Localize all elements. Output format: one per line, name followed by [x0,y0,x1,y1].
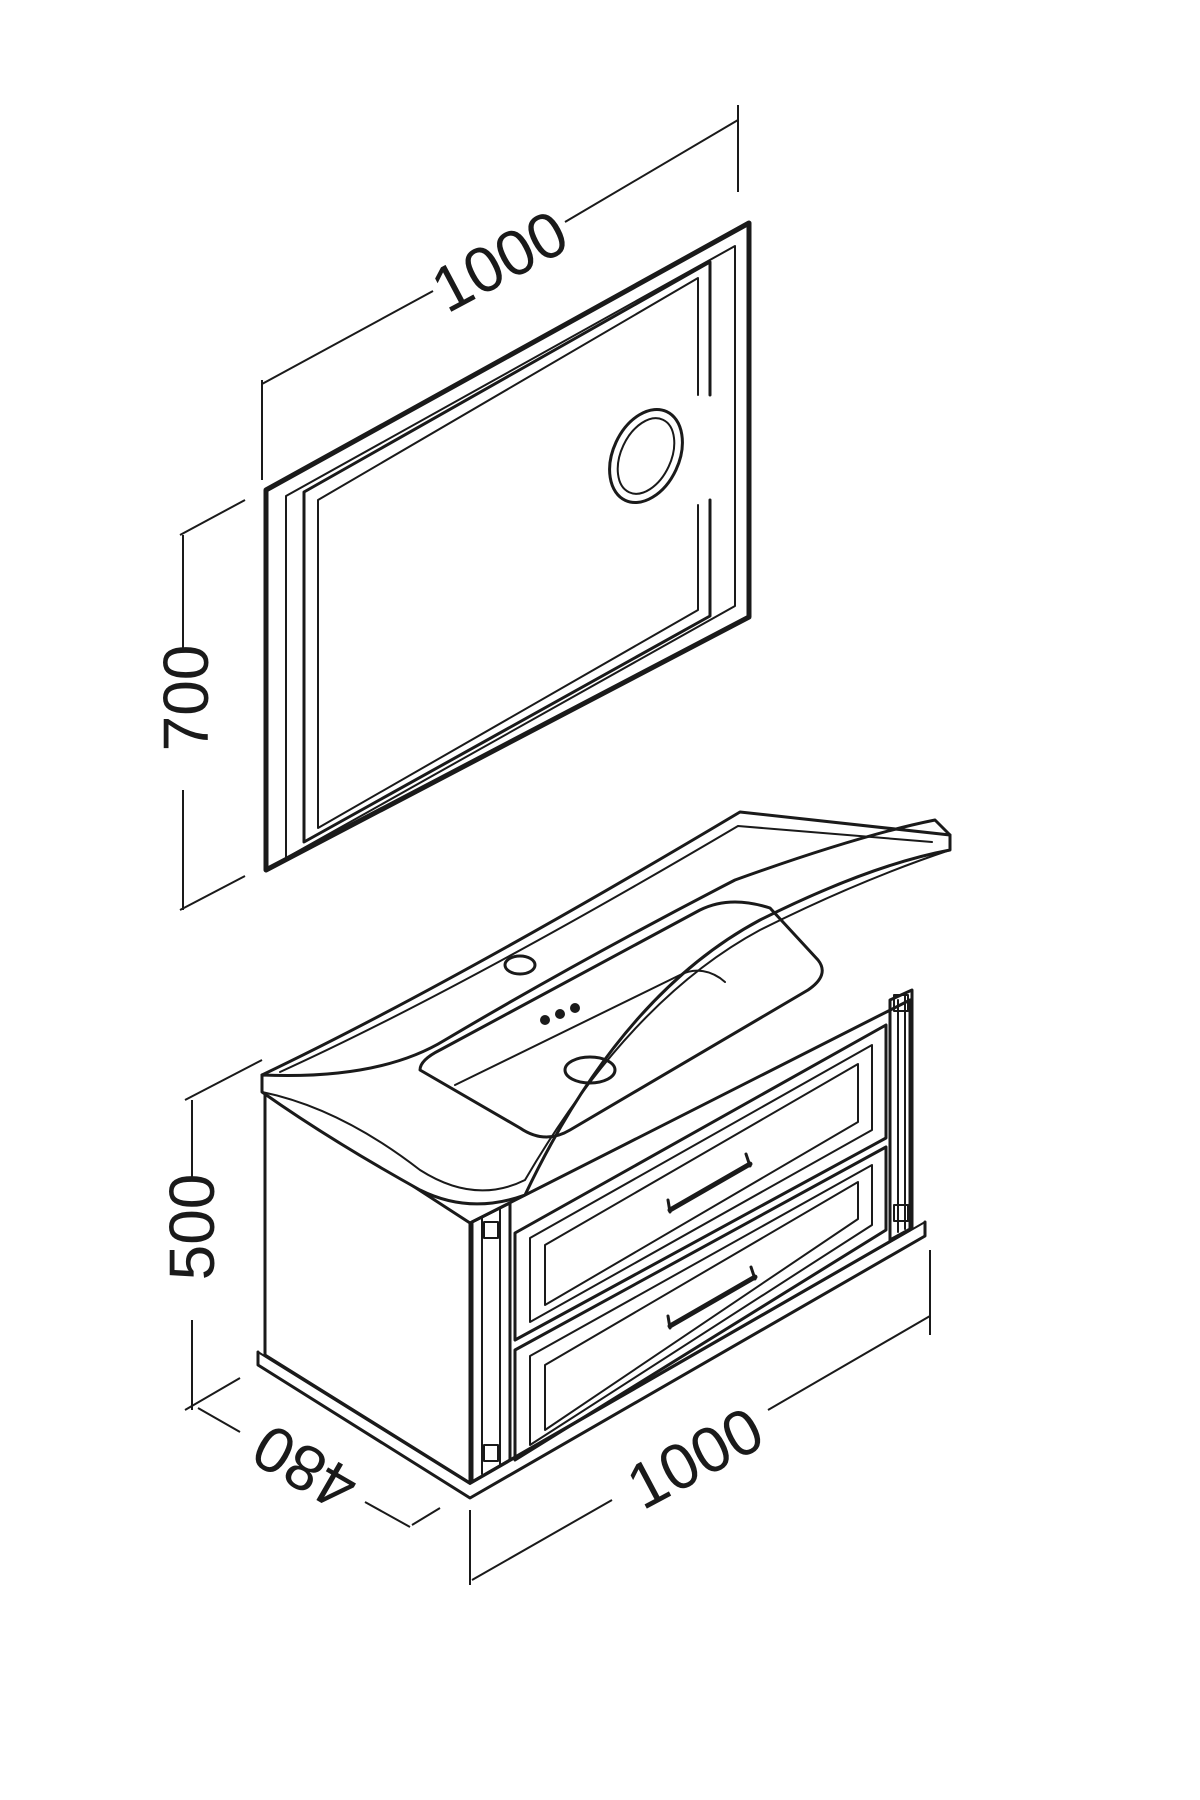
drain-hole [563,1055,617,1085]
tap-hole [503,954,537,976]
bottom-drawer-handle [666,1265,758,1330]
mirror [263,220,752,873]
bottom-drawer [513,1145,888,1462]
mirror-height-label: 700 [150,645,222,752]
top-drawer [513,1023,888,1342]
overflow-holes [540,1003,580,1025]
mirror-width-label: 1000 [420,196,580,326]
vanity-height-label: 500 [156,1174,228,1281]
left-pilaster [470,1201,512,1484]
basin-bowl [418,900,824,1139]
right-pilaster [888,988,914,1242]
top-drawer-handle [666,1152,753,1214]
vanity-width-label: 1000 [615,1393,775,1523]
vanity-cabinet [256,988,927,1500]
washbasin [260,810,952,1206]
vanity-height-dimension: 500 [156,1059,263,1411]
mirror-height-dimension: 700 [150,499,246,911]
vanity-depth-label: 480 [241,1410,369,1526]
magnifier-mirror [608,407,684,505]
